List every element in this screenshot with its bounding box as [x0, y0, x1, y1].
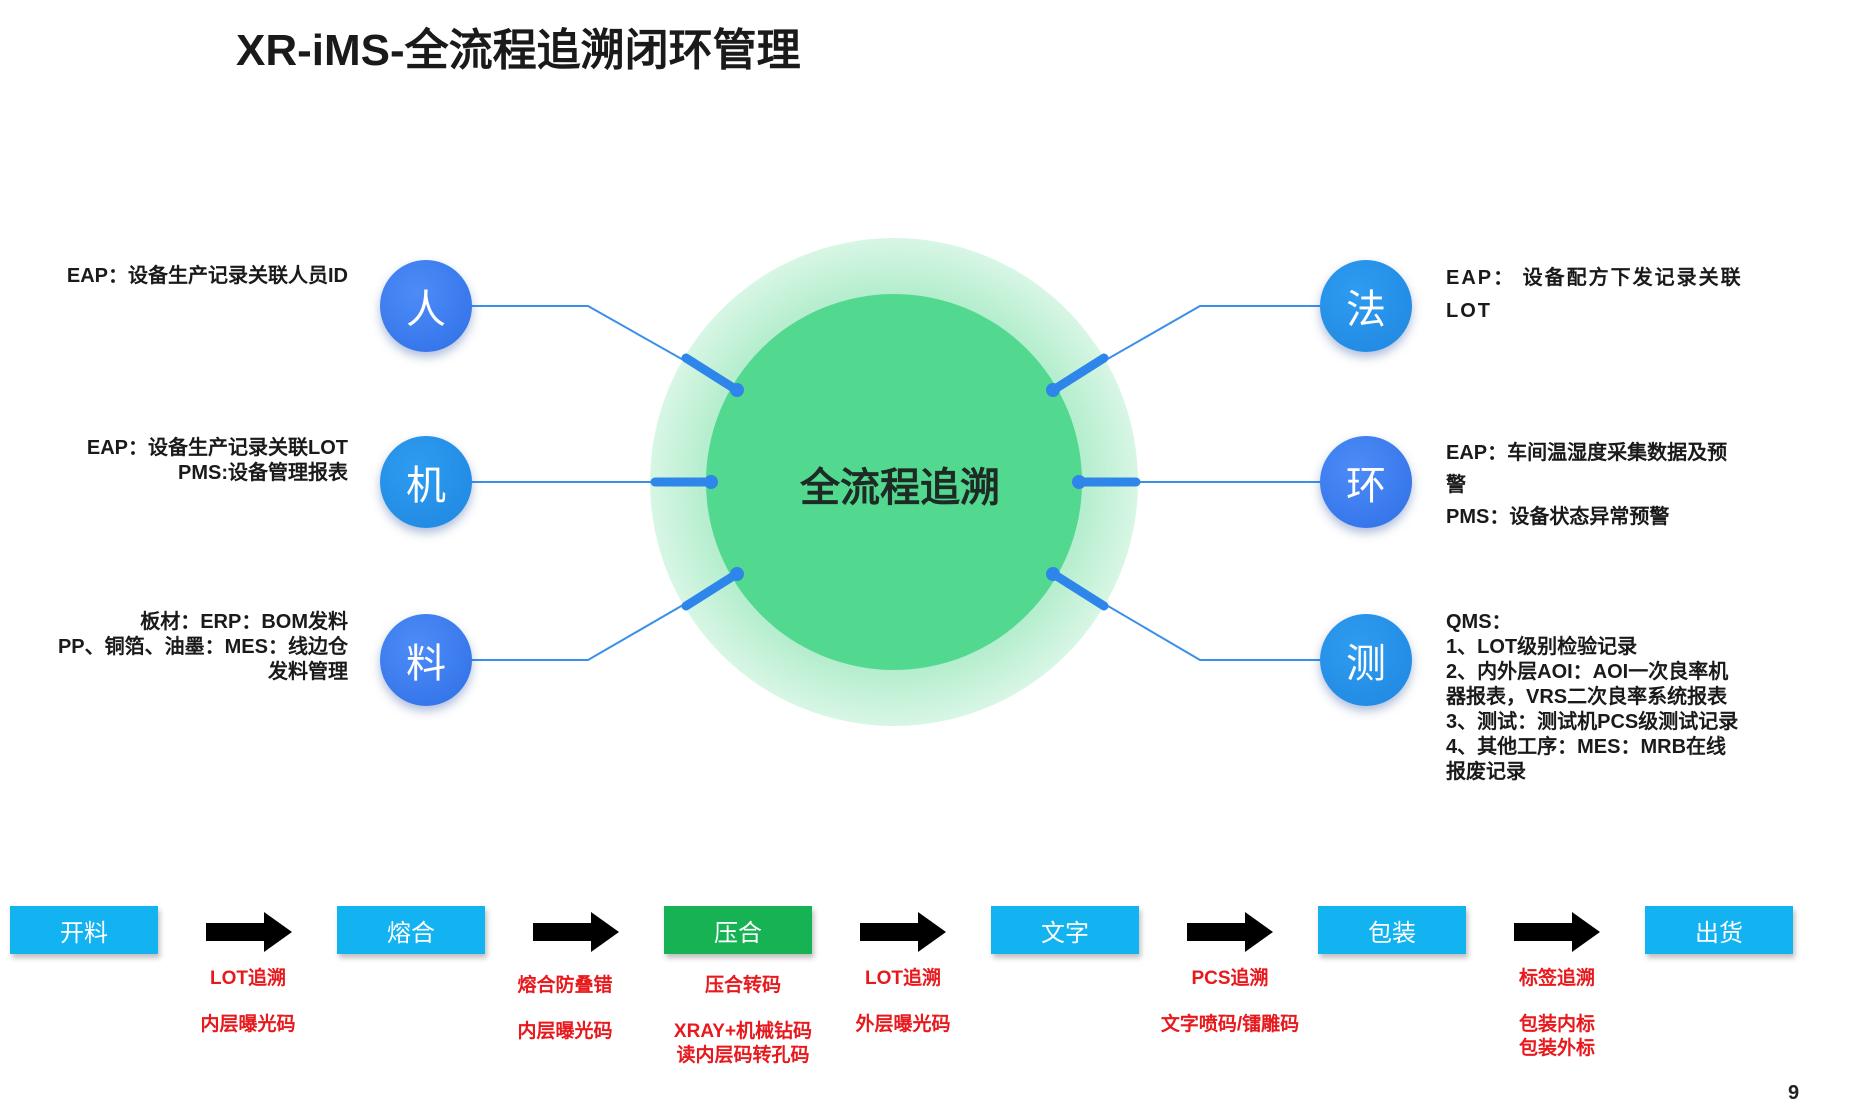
desc-line: PMS:设备管理报表 [178, 462, 348, 484]
trace-text: XRAY+机械钻码 [673, 1021, 813, 1042]
stub-ce [1050, 570, 1109, 611]
desc-line: 板材：ERP：BOM发料 [140, 611, 348, 633]
desc-fa: EAP： 设备配方下发记录关联 LOT [1446, 262, 1743, 328]
desc-line: EAP：设备生产记录关联LOT [86, 437, 348, 459]
desc-line: 1、LOT级别检验记录 [1446, 636, 1638, 658]
trace-group-4: LOT追溯 外层曝光码 [843, 967, 963, 1037]
trace-text: 熔合防叠错 [517, 975, 613, 996]
desc-liao: 板材：ERP：BOM发料 PP、铜箔、油墨：MES：线边仓 发料管理 [58, 610, 348, 685]
process-step-baozhuang: 包装 [1318, 906, 1466, 954]
desc-line: 器报表，VRS二次良率系统报表 [1446, 686, 1728, 708]
stub-liao [681, 570, 740, 611]
process-step-chuhuo: 出货 [1645, 906, 1793, 954]
trace-group-1: LOT追溯 内层曝光码 [188, 967, 308, 1037]
trace-text: 内层曝光码 [517, 1021, 613, 1042]
desc-huan: EAP：车间温湿度采集数据及预 警 PMS：设备状态异常预警 [1446, 437, 1727, 533]
process-step-ronghe: 熔合 [337, 906, 485, 954]
trace-text: LOT追溯 [210, 968, 286, 989]
arrow-right-icon [206, 912, 292, 952]
trace-text: 读内层码转孔码 [676, 1045, 810, 1066]
node-liao: 料 [380, 614, 472, 706]
desc-ji: EAP：设备生产记录关联LOT PMS:设备管理报表 [87, 436, 348, 486]
trace-text: 包装外标 [1518, 1038, 1595, 1059]
page-title: XR-iMS-全流程追溯闭环管理 [236, 26, 801, 75]
desc-ce: QMS： 1、LOT级别检验记录 2、内外层AOI：AOI一次良率机 器报表，V… [1446, 610, 1738, 785]
trace-text: PCS追溯 [1191, 968, 1269, 989]
desc-line: 3、测试：测试机PCS级测试记录 [1446, 711, 1739, 733]
trace-group-2: 熔合防叠错 内层曝光码 [505, 974, 625, 1044]
trace-text: 标签追溯 [1518, 968, 1595, 989]
desc-line: 发料管理 [268, 661, 348, 683]
node-ji: 机 [380, 436, 472, 528]
trace-text: 内层曝光码 [200, 1014, 296, 1035]
page-number: 9 [1788, 1082, 1800, 1104]
trace-group-6: 标签追溯 包装内标 包装外标 [1497, 967, 1617, 1061]
desc-line: 2、内外层AOI：AOI一次良率机 [1446, 661, 1729, 683]
process-step-yahe: 压合 [664, 906, 812, 954]
desc-line: 警 [1446, 474, 1466, 496]
desc-line: 报废记录 [1446, 761, 1526, 783]
center-label: 全流程追溯 [800, 466, 1000, 510]
desc-line: QMS： [1446, 611, 1512, 633]
stub-fa [1050, 353, 1109, 394]
arrow-right-icon [860, 912, 946, 952]
desc-line: LOT [1446, 300, 1492, 322]
desc-line: EAP： 设备配方下发记录关联 [1446, 267, 1743, 289]
stub-ren [681, 353, 740, 394]
trace-group-5: PCS追溯 文字喷码/镭雕码 [1150, 967, 1310, 1037]
trace-text: 压合转码 [704, 975, 781, 996]
desc-ren: EAP：设备生产记录关联人员ID [67, 264, 348, 289]
trace-text: 外层曝光码 [855, 1014, 951, 1035]
arrow-right-icon [1514, 912, 1600, 952]
trace-text: 文字喷码/镭雕码 [1160, 1014, 1300, 1035]
process-step-kailiao: 开料 [10, 906, 158, 954]
trace-text: 包装内标 [1518, 1014, 1595, 1035]
node-ren: 人 [380, 260, 472, 352]
desc-line: 4、其他工序：MES：MRB在线 [1446, 736, 1727, 758]
trace-text: LOT追溯 [865, 968, 941, 989]
desc-line: EAP：车间温湿度采集数据及预 [1446, 442, 1728, 464]
arrow-right-icon [1187, 912, 1273, 952]
desc-line: PP、铜箔、油墨：MES：线边仓 [57, 636, 348, 658]
desc-line: EAP：设备生产记录关联人员ID [66, 265, 348, 287]
node-ce: 测 [1320, 614, 1412, 706]
center-core [706, 294, 1082, 670]
process-step-wenzi: 文字 [991, 906, 1139, 954]
arrow-right-icon [533, 912, 619, 952]
node-fa: 法 [1320, 260, 1412, 352]
node-huan: 环 [1320, 436, 1412, 528]
desc-line: PMS：设备状态异常预警 [1446, 506, 1670, 528]
trace-group-3: 压合转码 XRAY+机械钻码 读内层码转孔码 [663, 974, 823, 1068]
